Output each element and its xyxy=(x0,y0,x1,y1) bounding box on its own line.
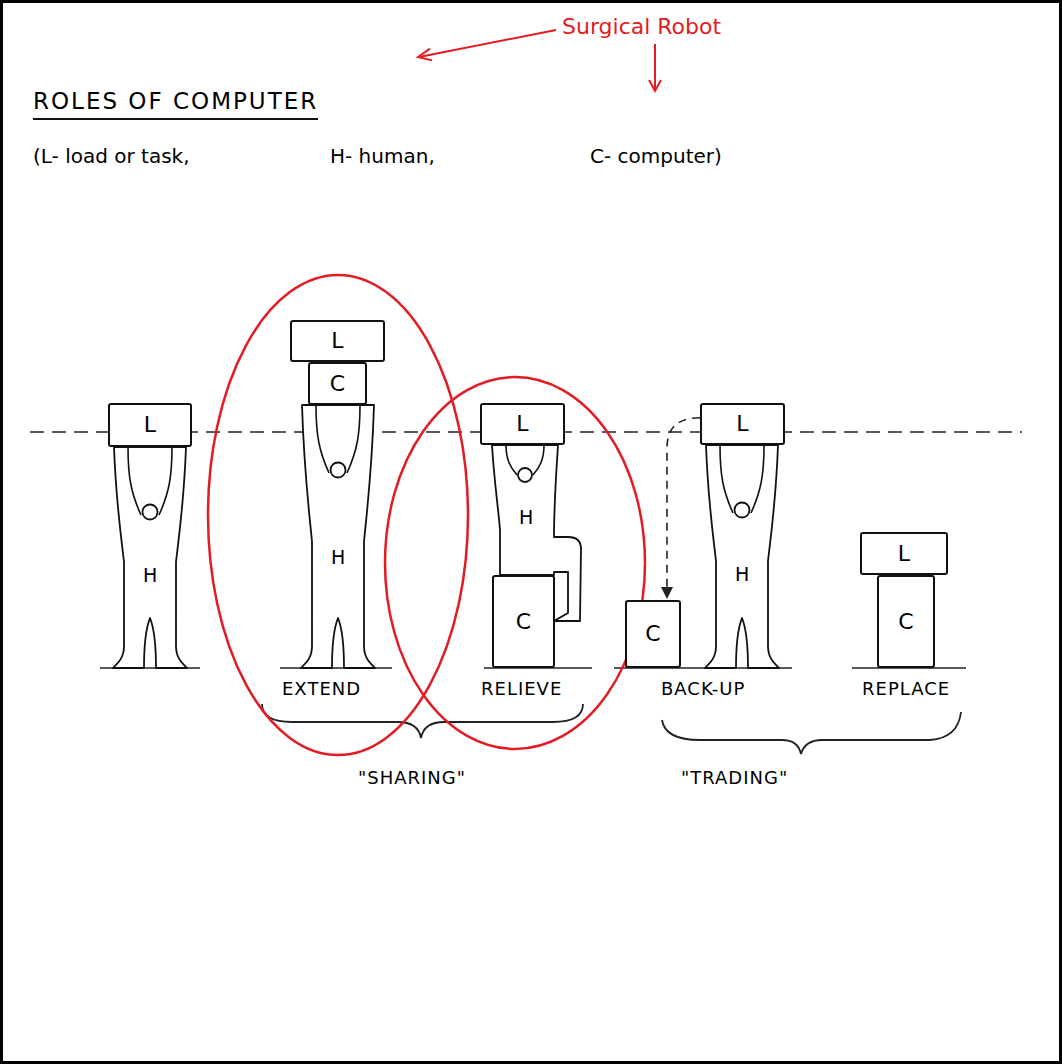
arm-line xyxy=(720,445,733,513)
annotation-text: Surgical Robot xyxy=(562,14,721,39)
box-letter: C xyxy=(516,611,531,633)
box-letter: C xyxy=(330,373,345,395)
callout-arrowhead xyxy=(649,80,661,91)
body-outline xyxy=(113,447,187,668)
head-circle xyxy=(143,505,158,520)
legend-text: H- human, xyxy=(330,145,435,168)
connector-arrowhead xyxy=(661,587,673,599)
load-box: L xyxy=(108,403,192,447)
role-label: REPLACE xyxy=(862,679,950,700)
role-label: EXTEND xyxy=(282,679,361,700)
load-box: L xyxy=(700,403,785,445)
box-letter: C xyxy=(645,623,660,645)
computer-box: C xyxy=(625,600,681,668)
head-circle xyxy=(331,463,346,478)
head-circle xyxy=(735,503,750,518)
figure-letter: H xyxy=(331,548,345,567)
highlight-ellipse xyxy=(208,275,468,755)
load-box: L xyxy=(480,403,565,445)
figure-letter: H xyxy=(735,565,749,584)
human-figure: H xyxy=(300,405,376,668)
arm-line xyxy=(316,405,329,473)
computer-box: C xyxy=(492,575,555,668)
human-outline xyxy=(300,405,376,668)
legend-text: C- computer) xyxy=(590,145,722,168)
head-circle xyxy=(518,468,532,482)
callout-arrow xyxy=(419,30,556,57)
box-letter: C xyxy=(898,611,913,633)
arm-line xyxy=(506,445,517,475)
human-outline xyxy=(112,447,188,668)
human-outline xyxy=(704,445,780,668)
load-box: L xyxy=(290,320,385,362)
human-figure: H xyxy=(112,447,188,668)
load-box: L xyxy=(860,532,948,575)
callout-arrowhead xyxy=(418,49,432,61)
highlight-ellipse xyxy=(385,377,645,749)
arm-line xyxy=(533,445,544,475)
arm-line xyxy=(751,445,764,513)
callout-arrow xyxy=(654,44,656,90)
box-letter: L xyxy=(516,413,528,435)
legend-text: (L- load or task, xyxy=(33,145,190,168)
sharing-brace xyxy=(262,704,583,738)
figure-letter: H xyxy=(519,508,533,527)
arm-line xyxy=(128,447,141,515)
diagram-title: ROLES OF COMPUTER xyxy=(33,88,318,120)
arm-line xyxy=(347,405,360,473)
box-letter: L xyxy=(144,414,156,436)
box-letter: L xyxy=(331,330,343,352)
role-label: BACK-UP xyxy=(661,679,745,700)
trading-brace xyxy=(662,712,961,754)
arm-line xyxy=(159,447,172,515)
group-label: "SHARING" xyxy=(358,768,466,789)
group-label: "TRADING" xyxy=(681,768,788,789)
box-letter: L xyxy=(736,413,748,435)
dashed-connector xyxy=(667,418,700,589)
role-label: RELIEVE xyxy=(481,679,562,700)
box-letter: L xyxy=(898,543,910,565)
body-outline xyxy=(705,445,779,668)
human-figure: H xyxy=(704,445,780,668)
body-outline xyxy=(301,405,375,668)
computer-box: C xyxy=(877,575,935,668)
computer-box: C xyxy=(308,362,367,405)
figure-letter: H xyxy=(143,566,157,585)
